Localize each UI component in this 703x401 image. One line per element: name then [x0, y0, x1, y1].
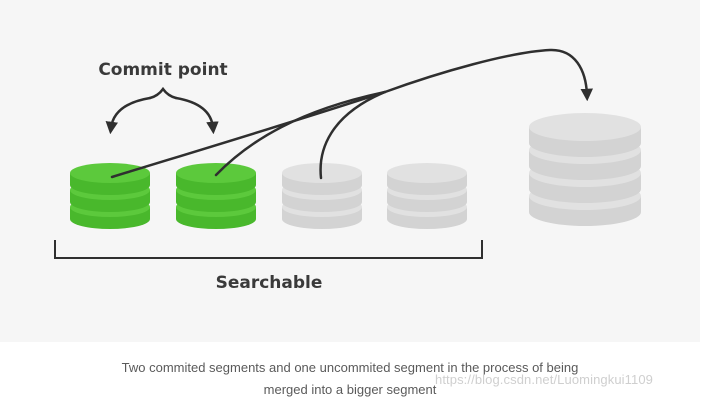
commit-arrow-left	[105, 96, 152, 135]
merged-segment	[529, 113, 641, 226]
segments-group	[70, 113, 641, 229]
segment-4	[387, 163, 467, 229]
caption: Two commited segments and one uncommited…	[0, 357, 700, 401]
segment-2	[176, 163, 256, 229]
watermark: https://blog.csdn.net/Luomingkui1109	[435, 372, 654, 387]
segment-3	[282, 163, 362, 229]
caption-line-2: merged into a bigger segment	[263, 382, 437, 397]
segment-3-disk-top-1	[282, 163, 362, 183]
commit-brace	[105, 86, 219, 135]
commit-point-label: Commit point	[98, 60, 227, 80]
diagram-panel: Commit point Searchable	[54, 48, 641, 293]
segment-1	[70, 163, 150, 229]
caption-line-1: Two commited segments and one uncommited…	[121, 360, 579, 375]
merge-line-segment-3	[319, 90, 387, 180]
segment-2-disk-top-1	[176, 163, 256, 183]
segment-1-disk-top-1	[70, 163, 150, 183]
commit-arrow-right	[174, 96, 219, 135]
segment-merge-diagram: Commit point Searchable	[54, 48, 641, 293]
merged-segment-disk-top-1	[529, 113, 641, 141]
merge-arrow	[383, 48, 593, 102]
merge-lines	[110, 48, 593, 180]
merge-line-segment-1	[110, 90, 387, 179]
segment-4-disk-top-1	[387, 163, 467, 183]
searchable-bracket	[54, 240, 483, 259]
merge-line-segment-2	[214, 90, 387, 177]
searchable-label: Searchable	[216, 273, 323, 293]
